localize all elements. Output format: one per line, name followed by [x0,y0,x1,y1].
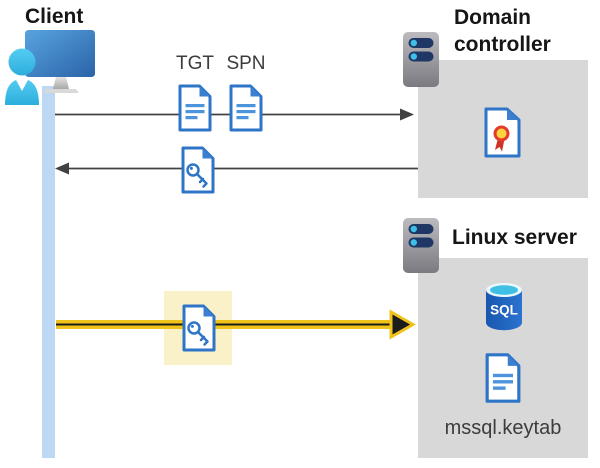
response-arrow [55,162,418,175]
server-icon [403,218,439,273]
tgt-document-icon [178,84,212,132]
tgt-label: TGT [176,53,214,74]
person-collar [15,79,29,91]
sql-label: SQL [490,303,518,318]
linux-server-label: Linux server [452,226,577,249]
keytab-document-icon [485,353,521,403]
client-lifeline [42,86,55,458]
monitor-shape [25,30,95,77]
spn-label: SPN [226,53,266,74]
user-workstation-icon [5,30,95,105]
spn-document-icon [229,84,263,132]
person-head [8,48,36,76]
server-icon [403,32,439,87]
key-file-icon [181,146,215,194]
key-file-icon [182,304,216,352]
domain-controller-label: Domain controller [454,6,551,56]
client-label: Client [25,5,84,28]
monitor-stand [53,77,69,89]
sql-connection-arrow [56,309,417,340]
monitor-base [43,89,79,93]
keytab-label: mssql.keytab [444,417,562,439]
person-body [5,79,39,105]
certificate-icon [484,107,521,158]
sql-database-icon: SQL [486,283,522,331]
